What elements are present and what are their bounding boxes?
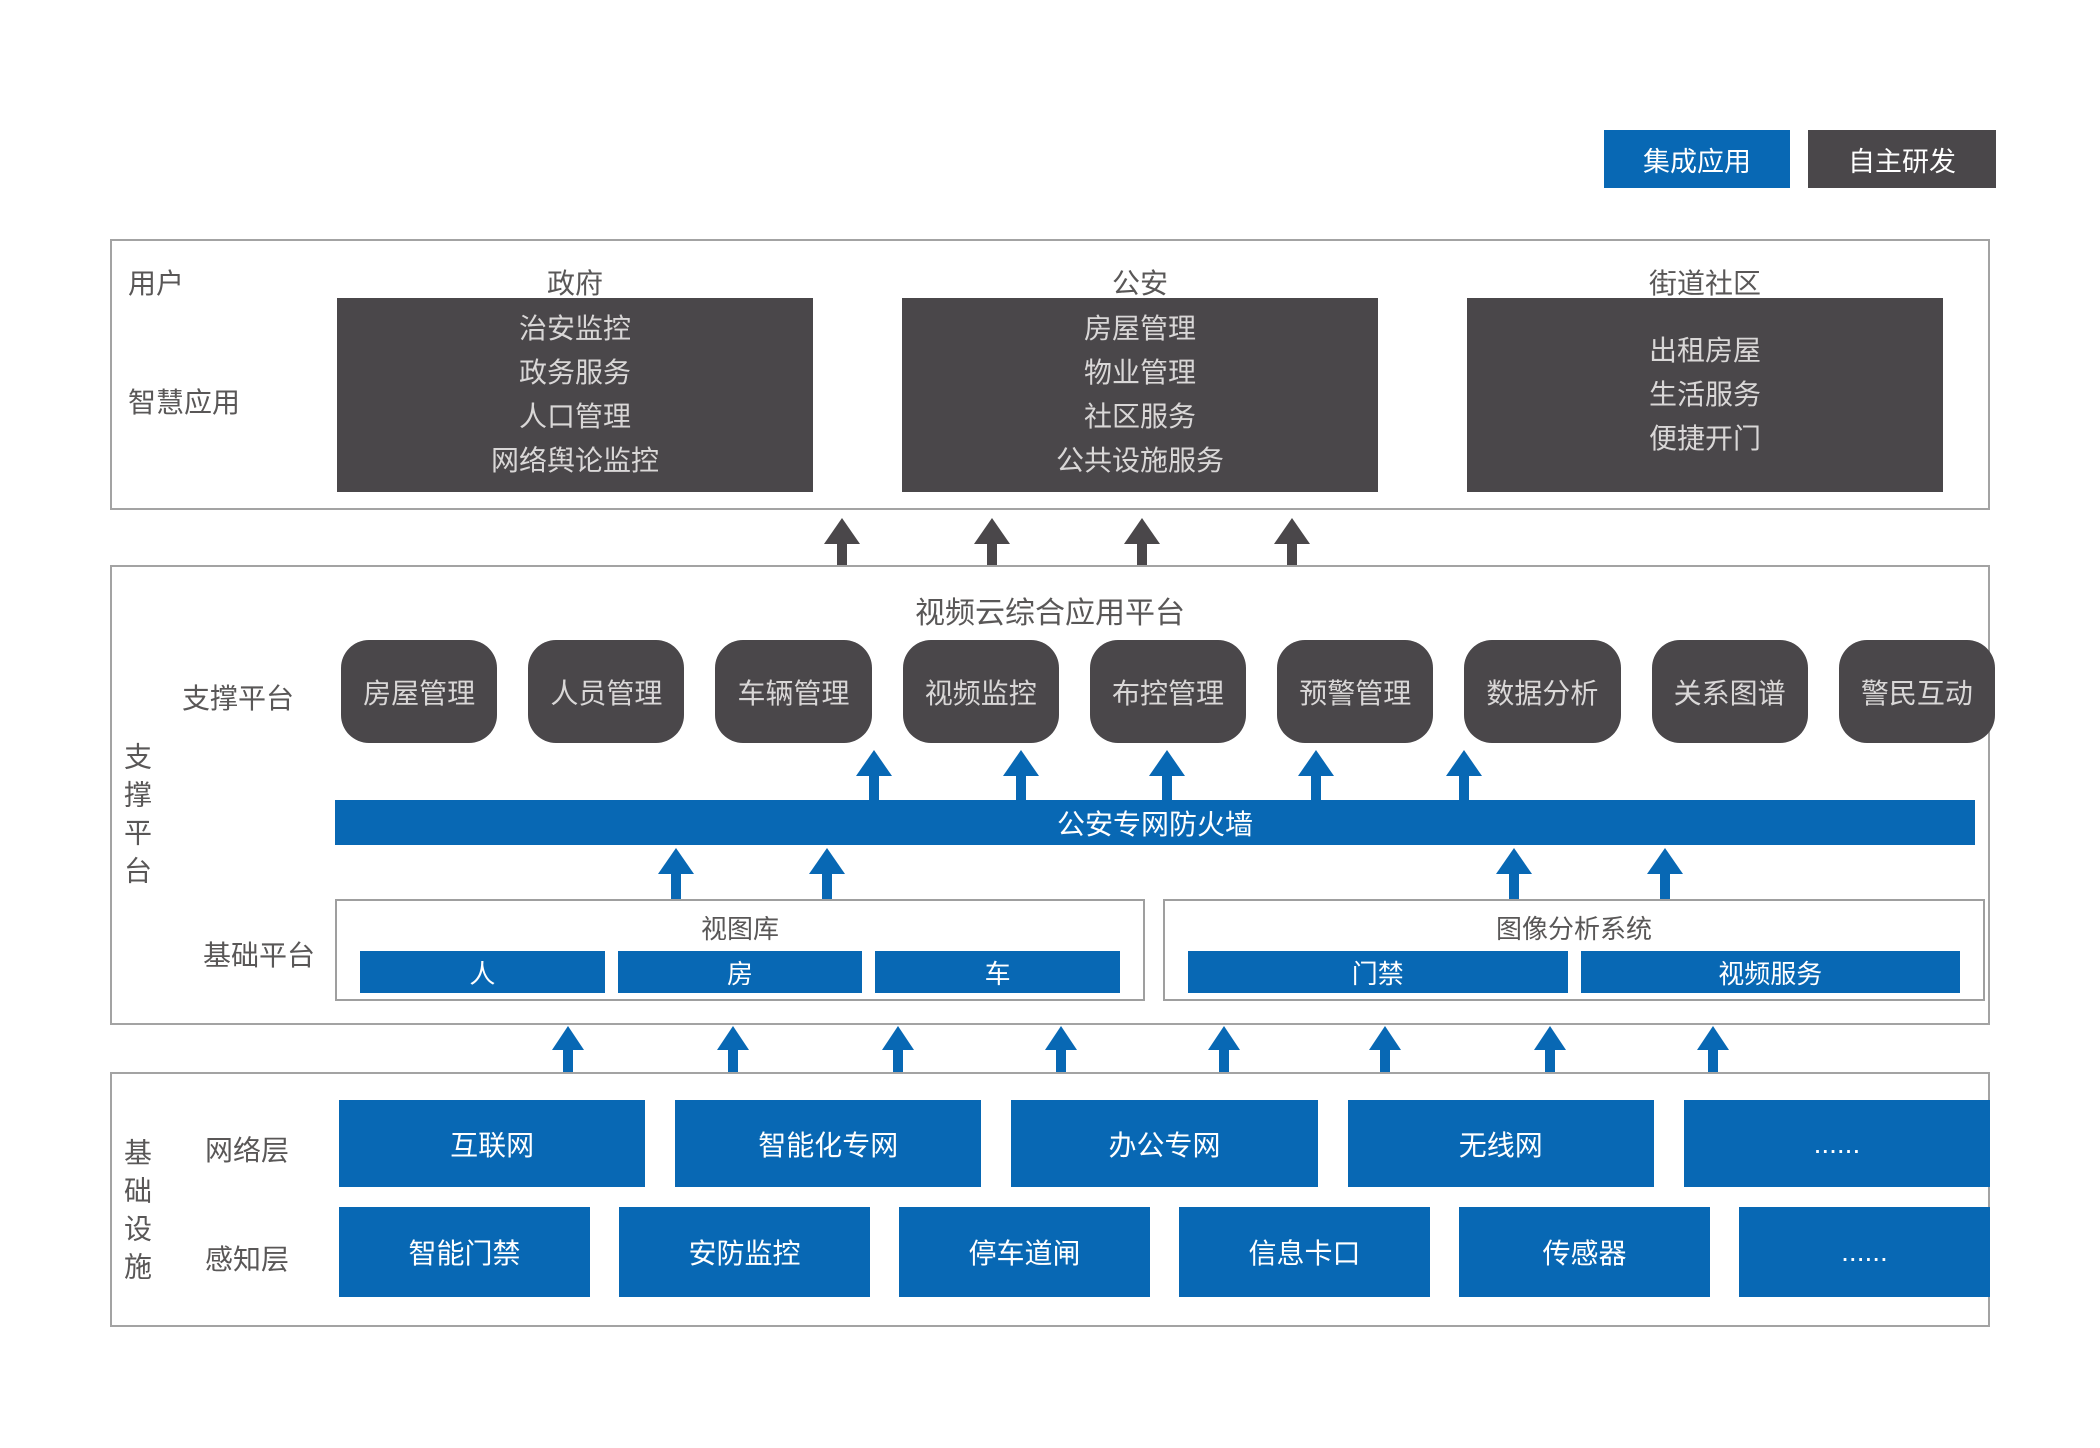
user-row-label: 用户: [128, 268, 185, 299]
app-item: 出租房屋: [1648, 335, 1761, 366]
network-item: ......: [1683, 1100, 1991, 1187]
up-arrow-icon: [1045, 1026, 1077, 1072]
network-item: 办公专网: [1011, 1100, 1318, 1187]
view-library-title: 视图库: [700, 914, 779, 944]
government-app-box: 治安监控 政务服务 人口管理 网络舆论监控: [337, 298, 813, 492]
app-item: 人口管理: [518, 401, 631, 432]
firewall-label: 公安专网防火墙: [1056, 808, 1253, 840]
image-analysis-title: 图像分析系统: [1495, 914, 1652, 944]
up-arrow-icon: [974, 518, 1010, 572]
app-item: 公共设施服务: [1055, 445, 1224, 476]
base-row-label: 基础平台: [203, 940, 316, 971]
up-arrow-icon: [824, 518, 860, 572]
support-box: 数据分析: [1464, 640, 1621, 743]
app-item: 政务服务: [518, 357, 631, 388]
smart-app-row-label: 智慧应用: [128, 387, 241, 418]
platform-title: 视频云综合应用平台: [915, 597, 1185, 630]
sensing-row: 智能门禁 安防监控 停车道闸 信息卡口 传感器 ......: [339, 1207, 1990, 1297]
legend-self-developed-label: 自主研发: [1848, 146, 1956, 177]
police-app-box: 房屋管理 物业管理 社区服务 公共设施服务: [902, 298, 1378, 492]
up-arrow-icon: [809, 848, 845, 902]
platform-side-label: 支撑平台: [121, 742, 152, 894]
sensing-item: 信息卡口: [1179, 1207, 1430, 1297]
legend-integrated-app: 集成应用: [1604, 130, 1790, 188]
support-box: 预警管理: [1277, 640, 1434, 743]
up-arrow-icon: [1208, 1026, 1240, 1072]
up-arrow-icon: [1298, 750, 1334, 800]
view-library-row: 人 房 车: [360, 951, 1121, 993]
up-arrow-icon: [1149, 750, 1185, 800]
support-box: 房屋管理: [341, 640, 498, 743]
sensing-item: 安防监控: [619, 1207, 870, 1297]
sensing-row-label: 感知层: [205, 1244, 290, 1275]
network-item: 互联网: [339, 1100, 646, 1187]
view-library-item: 车: [875, 951, 1121, 993]
support-box: 警民互动: [1838, 640, 1995, 743]
support-box: 视频监控: [902, 640, 1059, 743]
image-analysis-item: 门禁: [1188, 951, 1568, 993]
support-box: 人员管理: [528, 640, 685, 743]
app-item: 网络舆论监控: [490, 445, 659, 476]
image-analysis-item: 视频服务: [1580, 951, 1960, 993]
up-arrow-icon: [1369, 1026, 1401, 1072]
network-row-label: 网络层: [205, 1135, 290, 1166]
column-header-government: 政府: [546, 268, 603, 299]
up-arrow-icon: [1003, 750, 1039, 800]
up-arrow-icon: [856, 750, 892, 800]
up-arrow-icon: [1647, 848, 1683, 902]
app-item: 房屋管理: [1083, 313, 1196, 344]
support-box: 布控管理: [1089, 640, 1247, 743]
app-item: 治安监控: [518, 313, 631, 344]
sensing-item: 智能门禁: [339, 1207, 590, 1297]
column-header-community: 街道社区: [1648, 268, 1761, 299]
legend-integrated-app-label: 集成应用: [1643, 146, 1751, 177]
column-header-police: 公安: [1111, 268, 1168, 299]
support-row-label: 支撑平台: [182, 683, 295, 714]
sensing-item: 传感器: [1459, 1207, 1710, 1297]
community-app-box: 出租房屋 生活服务 便捷开门: [1467, 298, 1943, 492]
view-library-item: 人: [360, 951, 605, 993]
app-item: 便捷开门: [1648, 423, 1761, 454]
up-arrow-icon: [552, 1026, 584, 1072]
app-item: 物业管理: [1083, 357, 1196, 388]
network-item: 无线网: [1347, 1100, 1654, 1187]
up-arrow-icon: [717, 1026, 749, 1072]
support-box: 车辆管理: [715, 640, 872, 743]
sensing-item: 停车道闸: [899, 1207, 1150, 1297]
up-arrow-icon: [882, 1026, 914, 1072]
support-box: 关系图谱: [1651, 640, 1808, 743]
infra-side-label: 基础设施: [121, 1138, 152, 1290]
up-arrow-icon: [1274, 518, 1310, 572]
up-arrow-icon: [1496, 848, 1532, 902]
view-library-box: 视图库 人 房 车: [335, 899, 1145, 1001]
firewall-bar: 公安专网防火墙: [335, 800, 1975, 845]
up-arrow-icon: [658, 848, 694, 902]
app-item: 社区服务: [1083, 401, 1196, 432]
up-arrow-icon: [1124, 518, 1160, 572]
network-row: 互联网 智能化专网 办公专网 无线网 ......: [339, 1100, 1991, 1187]
legend-self-developed: 自主研发: [1808, 130, 1996, 188]
image-analysis-box: 图像分析系统 门禁 视频服务: [1163, 899, 1985, 1001]
support-boxes-row: 房屋管理 人员管理 车辆管理 视频监控 布控管理 预警管理 数据分析 关系图谱 …: [341, 640, 1995, 743]
up-arrow-icon: [1697, 1026, 1729, 1072]
image-analysis-row: 门禁 视频服务: [1188, 951, 1960, 993]
network-item: 智能化专网: [675, 1100, 982, 1187]
up-arrow-icon: [1534, 1026, 1566, 1072]
sensing-item: ......: [1739, 1207, 1990, 1297]
app-item: 生活服务: [1648, 379, 1761, 410]
up-arrow-icon: [1446, 750, 1482, 800]
view-library-item: 房: [617, 951, 863, 993]
